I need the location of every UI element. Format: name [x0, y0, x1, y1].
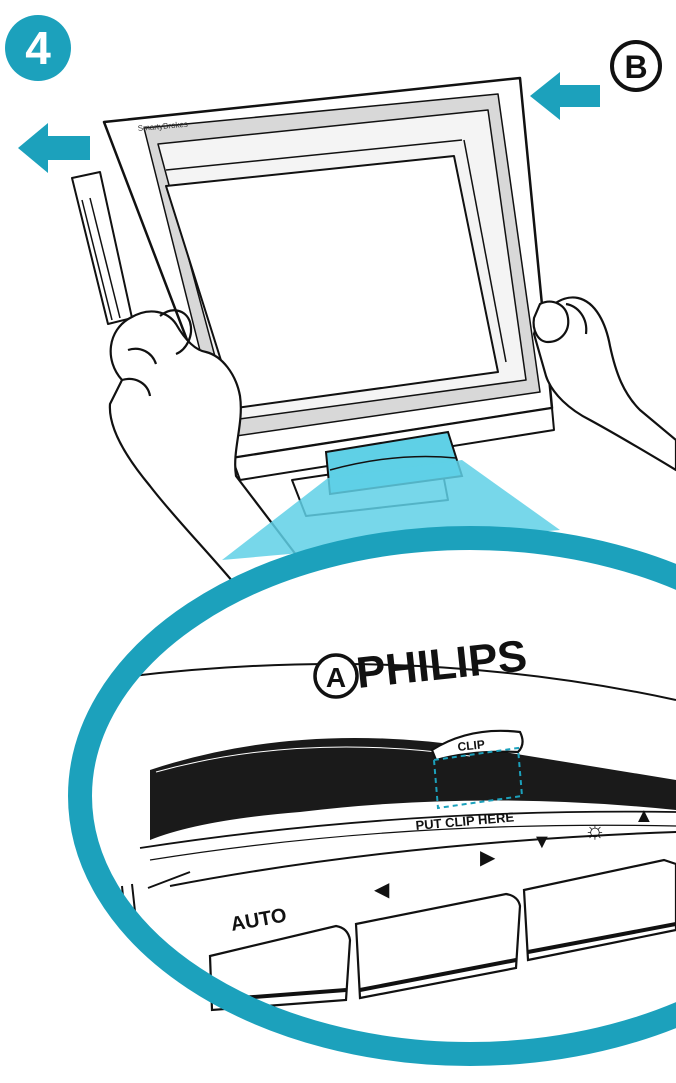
marker-a: A	[315, 655, 357, 697]
right-arrow-icon: ▶	[480, 847, 496, 869]
arrow-left-push-icon	[530, 72, 600, 120]
left-arrow-icon: ◀	[374, 879, 390, 901]
down-arrow-icon: ▼	[532, 831, 552, 853]
marker-b: B	[612, 42, 660, 90]
step-badge: 4	[5, 15, 71, 81]
up-arrow-icon: ▲	[634, 805, 654, 827]
arrow-left-icon	[18, 123, 90, 173]
clip-label: CLIP	[457, 737, 486, 754]
marker-a-label: A	[326, 662, 346, 693]
step-number: 4	[25, 22, 51, 74]
right-hand	[534, 297, 676, 470]
zoom-lens: AUTO ◀ ▶ ▼ ☼ ▲ CLIP PUT CLIP HERE PHILIP…	[80, 538, 676, 1078]
brightness-icon: ☼	[584, 817, 606, 844]
marker-b-label: B	[624, 49, 647, 85]
